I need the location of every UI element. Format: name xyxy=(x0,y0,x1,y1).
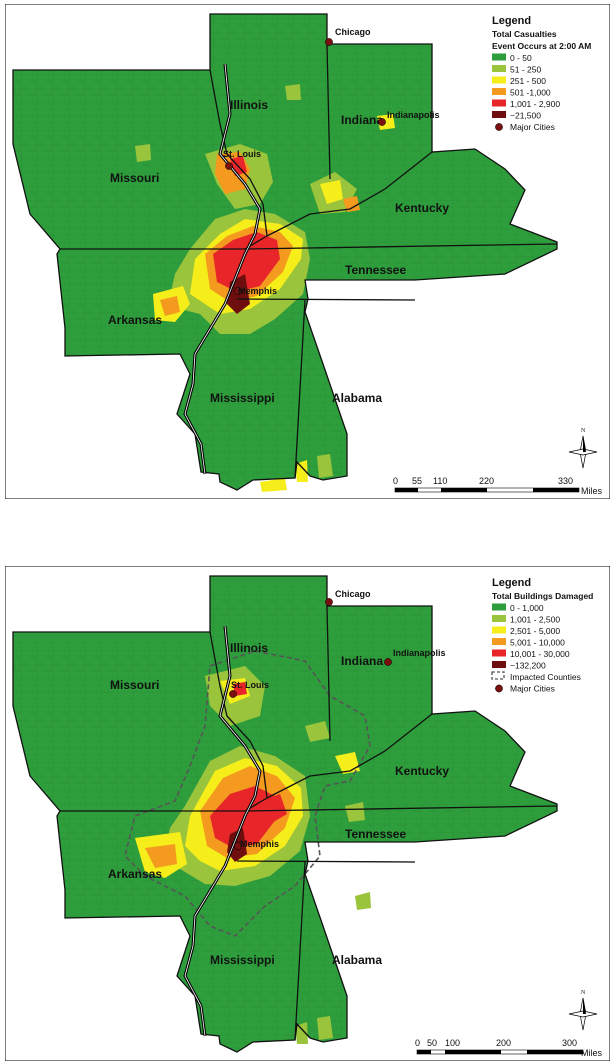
legend-item-label: 2,501 - 5,000 xyxy=(510,626,560,636)
state-label-arkansas: Arkansas xyxy=(108,313,162,327)
legend-swatch xyxy=(492,111,506,118)
city-dot-st-louis xyxy=(225,162,233,170)
north-arrow-icon: N xyxy=(568,990,598,1031)
legend-swatch xyxy=(492,638,506,645)
legend-item-label: ~21,500 xyxy=(510,111,541,121)
legend-subtitle-1: Total Buildings Damaged xyxy=(492,591,593,601)
city-dot-memphis xyxy=(234,842,242,850)
casualties-map-panel: Illinois Indiana Missouri Kentucky Tenne… xyxy=(5,4,610,499)
legend: Legend Total Casualties Event Occurs at … xyxy=(492,15,591,132)
scale-tick-3: 220 xyxy=(479,476,494,486)
north-arrow-icon: N xyxy=(568,428,598,469)
legend: Legend Total Buildings Damaged 0 - 1,000… xyxy=(491,577,593,694)
state-label-mississippi: Mississippi xyxy=(210,953,275,967)
legend-city-dot-icon xyxy=(495,123,503,131)
scale-tick-4: 300 xyxy=(562,1038,577,1048)
legend-item-label: Impacted Counties xyxy=(510,672,581,682)
legend-swatch xyxy=(492,53,506,61)
legend-item-label: 5,001 - 10,000 xyxy=(510,638,565,648)
state-label-indiana: Indiana xyxy=(341,654,383,668)
legend-item-label: 251 - 500 xyxy=(510,76,546,86)
city-dot-chicago xyxy=(325,598,333,606)
state-label-illinois: Illinois xyxy=(230,641,268,655)
state-label-missouri: Missouri xyxy=(110,171,159,185)
legend-dashed-outline-icon xyxy=(491,671,505,680)
scale-tick-0: 0 xyxy=(415,1038,420,1048)
legend-swatch xyxy=(492,661,506,668)
legend-title: Legend xyxy=(492,577,531,589)
legend-item-label: Major Cities xyxy=(510,122,555,132)
scale-bar: 0 55 110 220 330 Miles xyxy=(393,476,603,496)
scale-tick-1: 50 xyxy=(427,1038,437,1048)
legend-swatch xyxy=(492,649,506,657)
city-dot-memphis xyxy=(234,287,242,295)
legend-swatch xyxy=(492,626,506,634)
legend-item-label: 0 - 50 xyxy=(510,53,532,63)
north-label: N xyxy=(581,428,586,434)
legend-item-label: 10,001 - 30,000 xyxy=(510,649,570,659)
scale-tick-2: 110 xyxy=(433,476,447,486)
legend-item-label: 51 - 250 xyxy=(510,65,541,75)
casualties-map: Illinois Indiana Missouri Kentucky Tenne… xyxy=(5,4,610,499)
state-label-alabama: Alabama xyxy=(332,391,382,405)
state-boundaries xyxy=(12,13,558,491)
scale-tick-4: 330 xyxy=(558,476,573,486)
buildings-damaged-map-panel: Illinois Indiana Missouri Kentucky Tenne… xyxy=(5,566,610,1061)
state-label-arkansas: Arkansas xyxy=(108,867,162,881)
river-highlight xyxy=(184,625,261,1037)
city-label-chicago: Chicago xyxy=(335,589,371,599)
city-dot-st-louis xyxy=(229,690,237,698)
city-label-indianapolis: Indianapolis xyxy=(393,648,446,658)
legend-swatch xyxy=(492,65,506,72)
state-label-tennessee: Tennessee xyxy=(345,827,406,841)
state-label-illinois: Illinois xyxy=(230,98,268,112)
city-label-chicago: Chicago xyxy=(335,27,371,37)
city-markers: Chicago Indianapolis St. Louis Memphis xyxy=(229,589,446,850)
legend-city-dot-icon xyxy=(495,684,503,693)
scale-tick-0: 0 xyxy=(393,476,398,486)
state-label-tennessee: Tennessee xyxy=(345,263,406,277)
legend-item-label: 0 - 1,000 xyxy=(510,603,544,613)
city-dot-chicago xyxy=(325,38,333,46)
state-label-indiana: Indiana xyxy=(341,113,383,127)
city-markers: Chicago Indianapolis St. Louis Memphis xyxy=(223,27,440,296)
city-label-st-louis: St. Louis xyxy=(223,149,261,159)
legend-item-label: 1,001 - 2,500 xyxy=(510,615,560,625)
state-label-alabama: Alabama xyxy=(332,953,382,967)
north-label: N xyxy=(581,990,586,996)
legend-item-label: ~132,200 xyxy=(510,661,546,671)
city-label-memphis: Memphis xyxy=(240,839,279,849)
state-boundaries xyxy=(12,575,558,1053)
city-label-memphis: Memphis xyxy=(238,286,277,296)
scale-unit: Miles xyxy=(581,486,603,496)
legend-item-label: 1,001 - 2,900 xyxy=(510,99,560,109)
city-label-st-louis: St. Louis xyxy=(231,680,269,690)
impacted-counties-outline xyxy=(124,650,371,937)
legend-swatch xyxy=(492,615,506,622)
scale-bar: 0 50 100 200 300 Miles xyxy=(415,1038,603,1058)
scale-tick-1: 55 xyxy=(412,476,422,486)
legend-subtitle-2: Event Occurs at 2:00 AM xyxy=(492,41,591,51)
city-dot-indianapolis xyxy=(384,658,392,666)
state-label-kentucky: Kentucky xyxy=(395,764,449,778)
state-label-kentucky: Kentucky xyxy=(395,201,449,215)
legend-swatch xyxy=(492,603,506,611)
legend-title: Legend xyxy=(492,15,531,27)
city-label-indianapolis: Indianapolis xyxy=(387,110,440,120)
legend-swatch xyxy=(492,99,506,107)
city-dot-indianapolis xyxy=(378,118,386,126)
legend-item-label: Major Cities xyxy=(510,684,555,694)
legend-swatch xyxy=(492,76,506,84)
buildings-damaged-map: Illinois Indiana Missouri Kentucky Tenne… xyxy=(5,566,610,1061)
legend-item-label: 501 -1,000 xyxy=(510,88,551,98)
scale-unit: Miles xyxy=(581,1048,603,1058)
scale-tick-2: 100 xyxy=(445,1038,460,1048)
state-label-mississippi: Mississippi xyxy=(210,391,275,405)
state-label-missouri: Missouri xyxy=(110,678,159,692)
legend-subtitle-1: Total Casualties xyxy=(492,29,557,39)
legend-swatch xyxy=(492,88,506,95)
scale-tick-3: 200 xyxy=(496,1038,511,1048)
